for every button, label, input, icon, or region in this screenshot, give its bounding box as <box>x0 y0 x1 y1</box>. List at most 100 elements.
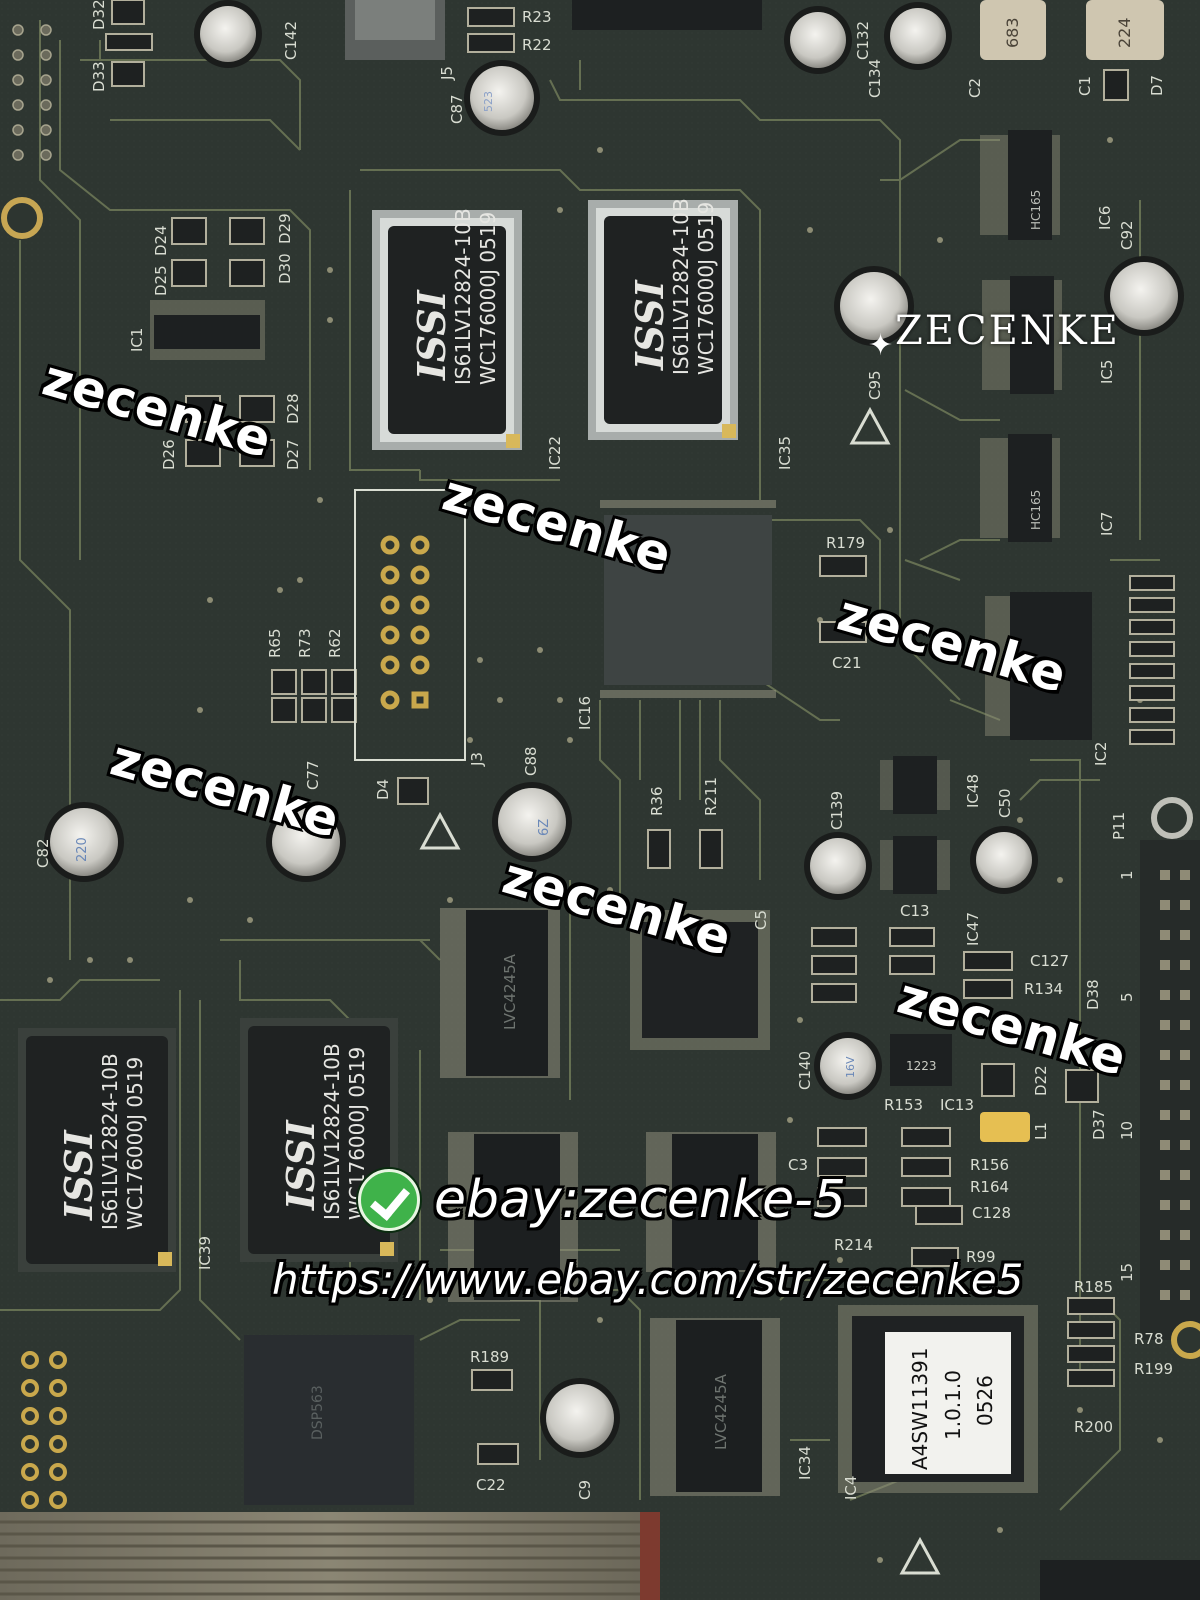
svg-text:C9: C9 <box>576 1480 594 1500</box>
svg-text:R73: R73 <box>296 628 314 658</box>
svg-text:10: 10 <box>1118 1121 1136 1140</box>
eprom-label-3: 0526 <box>973 1375 997 1426</box>
svg-text:R22: R22 <box>522 36 552 54</box>
svg-text:R199: R199 <box>1134 1360 1173 1378</box>
svg-text:C88: C88 <box>522 746 540 776</box>
chip-lot-3: WC176000J 0519 <box>123 1057 147 1230</box>
svg-text:D22: D22 <box>1032 1065 1050 1096</box>
svg-text:C127: C127 <box>1030 952 1069 970</box>
chip-brand-2: ISSI <box>627 279 672 371</box>
svg-text:IC2: IC2 <box>1092 742 1110 766</box>
hc165-text-3: HC165 <box>1029 490 1043 530</box>
svg-text:R153: R153 <box>884 1096 923 1114</box>
memory-chip-issi-2: ISSI IS61LV12824-10B WC176000J 0519 <box>588 198 738 440</box>
hc165-text-1: HC165 <box>1029 190 1043 230</box>
svg-text:R185: R185 <box>1074 1278 1113 1296</box>
svg-text:C50: C50 <box>996 788 1014 818</box>
svg-text:R78: R78 <box>1134 1330 1164 1348</box>
svg-text:C82: C82 <box>34 838 52 868</box>
chip-part-1: IS61LV12824-10B <box>451 208 475 385</box>
tant-c1-text: 224 <box>1115 17 1134 48</box>
svg-text:R179: R179 <box>826 534 865 552</box>
svg-text:R211: R211 <box>702 777 720 816</box>
svg-text:IC16: IC16 <box>576 696 594 730</box>
top-chip <box>572 0 762 30</box>
brand-logo-text: ZECENKE <box>895 308 1120 354</box>
svg-text:R65: R65 <box>266 628 284 658</box>
bga-processor-chip <box>600 500 776 698</box>
svg-text:IC5: IC5 <box>1098 360 1116 384</box>
svg-text:P11: P11 <box>1110 812 1128 840</box>
svg-text:15: 15 <box>1118 1263 1136 1282</box>
svg-text:IC22: IC22 <box>546 436 564 470</box>
svg-text:D27: D27 <box>284 439 302 470</box>
connector-p11 <box>1140 797 1200 1359</box>
svg-text:IC48: IC48 <box>964 774 982 808</box>
memory-chip-issi-1: ISSI IS61LV12824-10B WC176000J 0519 <box>372 208 522 450</box>
tssop-chip-3 <box>646 1132 776 1272</box>
dsp-chip-text: DSP563 <box>310 1385 326 1440</box>
ribbon-cable <box>0 1512 660 1600</box>
header-left-bottom <box>21 1351 67 1509</box>
svg-text:C142: C142 <box>282 21 300 60</box>
svg-text:C21: C21 <box>832 654 862 672</box>
svg-text:D4: D4 <box>374 779 392 800</box>
check-circle-icon <box>358 1169 420 1231</box>
svg-text:L1: L1 <box>1032 1122 1050 1140</box>
tssop-chip-1: LVC4245A <box>440 908 560 1078</box>
lvc-text-4: LVC4245A <box>712 1373 730 1450</box>
header-j3 <box>380 535 430 710</box>
lt-chip: 1223 <box>890 1034 952 1086</box>
svg-text:R23: R23 <box>522 8 552 26</box>
svg-text:IC35: IC35 <box>776 436 794 470</box>
top-connector-j5 <box>345 0 445 60</box>
svg-text:IC39: IC39 <box>196 1236 214 1270</box>
cap-text-c87: 523 <box>482 91 495 112</box>
qfp-chip-ic5 <box>630 910 770 1050</box>
svg-text:C140: C140 <box>796 1051 814 1090</box>
svg-text:J5: J5 <box>438 66 456 81</box>
svg-text:D7: D7 <box>1148 75 1166 96</box>
chip-brand-4: ISSI <box>278 1119 323 1211</box>
svg-text:C5: C5 <box>752 910 770 930</box>
soic-chip-ic1 <box>150 300 265 360</box>
svg-text:C92: C92 <box>1118 220 1136 250</box>
svg-text:D38: D38 <box>1084 979 1102 1010</box>
chip-lot-2: WC176000J 0519 <box>694 202 718 375</box>
svg-text:C95: C95 <box>866 370 884 400</box>
plcc-eprom: A4SW11391 1.0.1.0 0526 <box>838 1305 1038 1493</box>
svg-text:R134: R134 <box>1024 980 1063 998</box>
svg-text:C13: C13 <box>900 902 930 920</box>
brand-star-icon: ✦ <box>868 328 894 363</box>
svg-text:D25: D25 <box>152 265 170 296</box>
soic-chip-ic6: HC165 <box>980 130 1060 240</box>
svg-text:J3: J3 <box>468 752 486 767</box>
svg-text:D30: D30 <box>276 253 294 284</box>
svg-text:R164: R164 <box>970 1178 1009 1196</box>
svg-text:IC34: IC34 <box>796 1446 814 1480</box>
bottom-right-connector <box>1040 1560 1200 1600</box>
soic-chip-ic2 <box>985 592 1092 740</box>
memory-chip-issi-3: ISSI IS61LV12824-10B WC176000J 0519 <box>18 1028 176 1272</box>
tssop-chip-4: LVC4245A <box>650 1318 780 1496</box>
svg-text:IC6: IC6 <box>1096 206 1114 230</box>
ebay-store-text: ebay:zecenke-5 <box>434 1170 846 1230</box>
chip-part-3: IS61LV12824-10B <box>98 1053 122 1230</box>
chip-part-4: IS61LV12824-10B <box>320 1043 344 1220</box>
tantalum-cap-l1 <box>980 1112 1030 1142</box>
svg-text:R189: R189 <box>470 1348 509 1366</box>
cap-text-c140: 16V <box>844 1056 857 1078</box>
mounting-ring <box>1 197 43 239</box>
svg-text:IC4: IC4 <box>842 1476 860 1500</box>
svg-text:5: 5 <box>1118 992 1136 1002</box>
svg-text:C139: C139 <box>828 791 846 830</box>
svg-text:D28: D28 <box>284 393 302 424</box>
tant-c2-text: 683 <box>1003 17 1022 48</box>
chip-lot-1: WC176000J 0519 <box>476 212 500 385</box>
svg-text:1: 1 <box>1118 870 1136 880</box>
ebay-store-banner: ebay:zecenke-5 <box>358 1165 846 1235</box>
lt-chip-text: 1223 <box>906 1059 937 1073</box>
svg-text:C128: C128 <box>972 1204 1011 1222</box>
svg-text:D33: D33 <box>90 61 108 92</box>
